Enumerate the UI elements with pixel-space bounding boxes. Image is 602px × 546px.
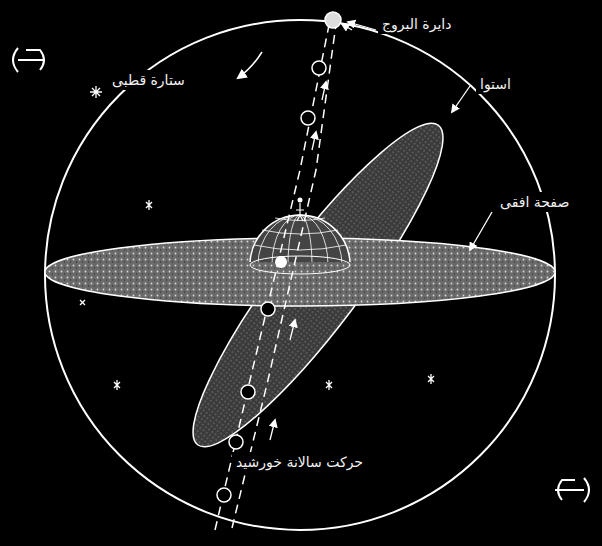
diagram-label: استوا — [476, 74, 515, 94]
diagram-label: ستارة قطبی — [108, 70, 189, 90]
diagram-label: حرکت سالانة خورشید — [232, 452, 367, 472]
diagram-label: صفحة افقی — [496, 192, 573, 212]
diagram-label: دایرة البروج — [378, 14, 455, 34]
